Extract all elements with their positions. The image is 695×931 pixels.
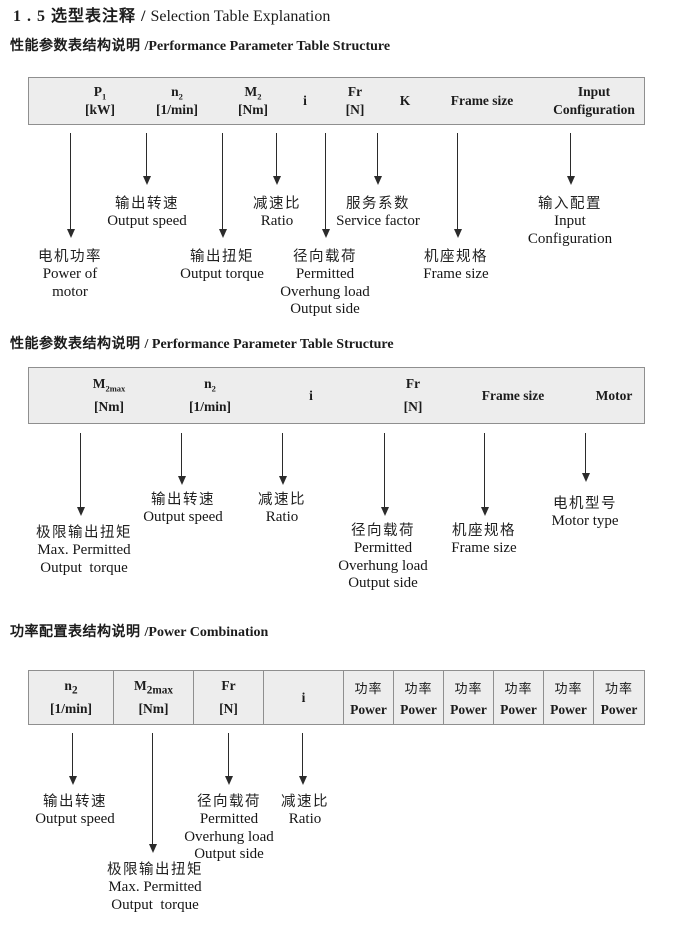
arrow-n2	[142, 133, 151, 185]
arrow-i	[272, 133, 281, 185]
col-i: i	[303, 93, 307, 108]
arrow-fr	[224, 733, 233, 785]
col-n2: n2[1/min]	[156, 84, 198, 117]
col-i: i	[309, 387, 313, 403]
col-motor: Motor	[595, 387, 633, 403]
page-title-en: Selection Table Explanation	[146, 8, 331, 25]
col-m2max: M2max[Nm]	[92, 376, 126, 414]
section2-heading-zh: 性能参数表结构说明	[10, 337, 145, 352]
col-i: i	[264, 671, 344, 724]
section2-heading-en: / Performance Parameter Table Structure	[144, 337, 394, 352]
col-fr: Fr[N]	[403, 376, 423, 414]
arrow-fr	[321, 133, 330, 238]
section1-heading: 性能参数表结构说明 /Performance Parameter Table S…	[10, 38, 390, 55]
col-n2: n2[1/min]	[29, 671, 114, 724]
arrow-fr	[380, 433, 389, 516]
section3-heading-zh: 功率配置表结构说明	[10, 625, 145, 640]
col-m2: M2[Nm]	[238, 84, 268, 117]
arrow-p1	[66, 133, 75, 238]
page-title-zh: 1 . 5 选型表注释 /	[13, 8, 147, 25]
col-frame-size: Frame size	[481, 387, 545, 403]
section1-heading-en: /Performance Parameter Table Structure	[144, 39, 391, 54]
arrow-i	[278, 433, 287, 485]
arrow-i	[298, 733, 307, 785]
arrow-m2max	[148, 733, 157, 853]
arrow-frame-size	[453, 133, 462, 238]
performance-table-2: M2max[Nm] n2[1/min] i Fr[N] Frame size M…	[28, 367, 645, 424]
col-p1: P1[kW]	[85, 84, 115, 117]
arrow-motor	[581, 433, 590, 482]
arrow-m2max	[76, 433, 85, 516]
col-k: K	[399, 93, 411, 108]
page-title: 1 . 5 选型表注释 / Selection Table Explanatio…	[13, 7, 330, 27]
col-n2: n2[1/min]	[189, 376, 231, 414]
arrow-n2	[68, 733, 77, 785]
section3-heading: 功率配置表结构说明 /Power Combination	[10, 624, 268, 641]
col-fr: Fr[N]	[345, 84, 365, 117]
col-m2max: M2max[Nm]	[114, 671, 194, 724]
arrow-k	[373, 133, 382, 185]
section1-heading-zh: 性能参数表结构说明	[10, 39, 145, 54]
col-fr: Fr[N]	[194, 671, 264, 724]
col-frame-size: Frame size	[450, 93, 514, 108]
arrow-n2	[177, 433, 186, 485]
arrow-m2	[218, 133, 227, 238]
arrow-frame-size	[480, 433, 489, 516]
arrow-input-configuration	[566, 133, 575, 185]
section3-heading-en: /Power Combination	[144, 625, 269, 640]
section2-heading: 性能参数表结构说明 / Performance Parameter Table …	[10, 336, 394, 353]
performance-table-1: P1[kW] n2[1/min] M2[Nm] i Fr[N] K Frame …	[28, 77, 645, 125]
